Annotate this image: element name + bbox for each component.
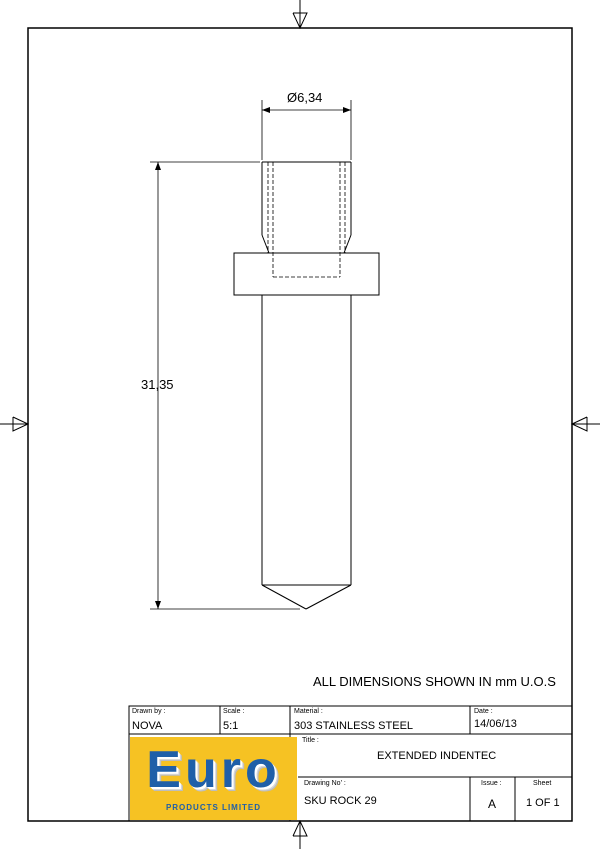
title-value: EXTENDED INDENTEC [377,750,497,762]
drawing-no-label: Drawing No' : [304,780,346,787]
diameter-dimension-label: Ø6,34 [287,90,323,105]
material-value: 303 STAINLESS STEEL [294,720,414,732]
date-value: 14/06/13 [474,718,517,730]
drawing-no-value: SKU ROCK 29 [304,795,377,807]
center-mark-right [570,416,600,432]
length-dimension-label: 31,35 [141,377,174,392]
sheet-label: Sheet [533,780,552,787]
date-label: Date : [474,708,493,715]
diameter-dimension [261,100,352,160]
part-outline [233,161,380,610]
drawn-by-value: NOVA [132,720,163,732]
company-logo: Euro PRODUCTS LIMITED [130,737,297,820]
material-label: Material : [294,708,323,715]
issue-value: A [488,797,497,811]
length-dimension [150,161,300,610]
center-mark-top [292,0,308,30]
sheet-value: 1 OF 1 [526,797,560,809]
center-mark-bottom [292,819,308,849]
drawing-border [27,27,573,822]
drawn-by-label: Drawn by : [132,708,166,715]
center-mark-left [0,416,30,432]
logo-subtitle: PRODUCTS LIMITED [165,803,262,812]
scale-value: 5:1 [223,720,239,732]
title-label: Title : [302,737,319,744]
hidden-bore [267,162,346,278]
logo-wordmark: Euro [146,741,281,799]
scale-label: Scale : [223,708,245,715]
issue-label: Issue : [481,780,502,787]
dimension-note: ALL DIMENSIONS SHOWN IN mm U.O.S [313,674,556,689]
